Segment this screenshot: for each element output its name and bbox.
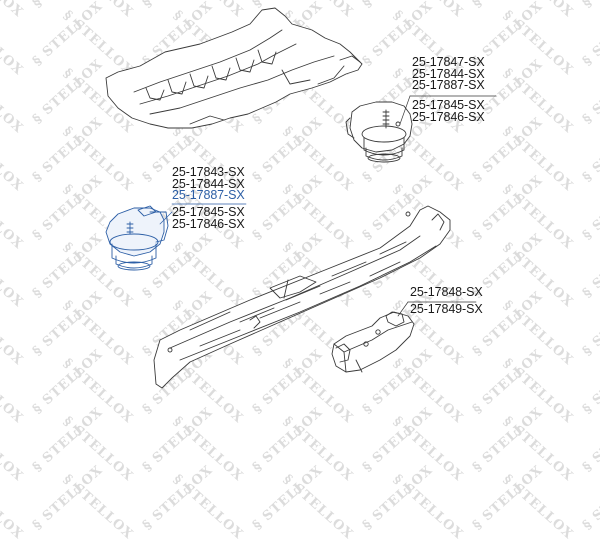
crossmember-drawing[interactable]: [153, 205, 451, 389]
part-number-label[interactable]: 25-17848-SX: [410, 285, 483, 299]
diagram-drawing: [105, 7, 497, 389]
part-number-label[interactable]: 25-17844-SX: [172, 176, 245, 191]
underbody-shield-drawing[interactable]: [105, 7, 363, 129]
part-number-label[interactable]: 25-17845-SX: [172, 205, 245, 219]
label-group-gearbox-mount: 25-17848-SX 25-17849-SX: [410, 285, 483, 316]
label-group-mount-right-upper: 25-17847-SX 25-17844-SX 25-17887-SX: [412, 55, 485, 92]
part-number-label[interactable]: 25-17847-SX: [412, 55, 485, 69]
gearbox-mount-drawing[interactable]: [331, 301, 415, 373]
part-number-label[interactable]: 25-17844-SX: [412, 66, 485, 81]
label-group-mount-left-upper: 25-17843-SX 25-17844-SX 25-17887-SX: [172, 165, 245, 202]
part-number-label[interactable]: 25-17849-SX: [410, 301, 483, 316]
part-number-label-highlighted[interactable]: 25-17887-SX: [172, 188, 245, 202]
part-number-label[interactable]: 25-17846-SX: [412, 109, 485, 124]
part-number-label[interactable]: 25-17887-SX: [412, 78, 485, 92]
label-group-mount-left-lower: 25-17845-SX 25-17846-SX: [172, 205, 245, 231]
label-group-mount-right-lower: 25-17845-SX 25-17846-SX: [412, 98, 485, 124]
part-number-label[interactable]: 25-17843-SX: [172, 165, 245, 179]
mount-left-drawing[interactable]: [105, 205, 173, 271]
mount-right-drawing[interactable]: [345, 95, 413, 163]
part-number-label[interactable]: 25-17845-SX: [412, 98, 485, 112]
part-number-label[interactable]: 25-17846-SX: [172, 216, 245, 231]
